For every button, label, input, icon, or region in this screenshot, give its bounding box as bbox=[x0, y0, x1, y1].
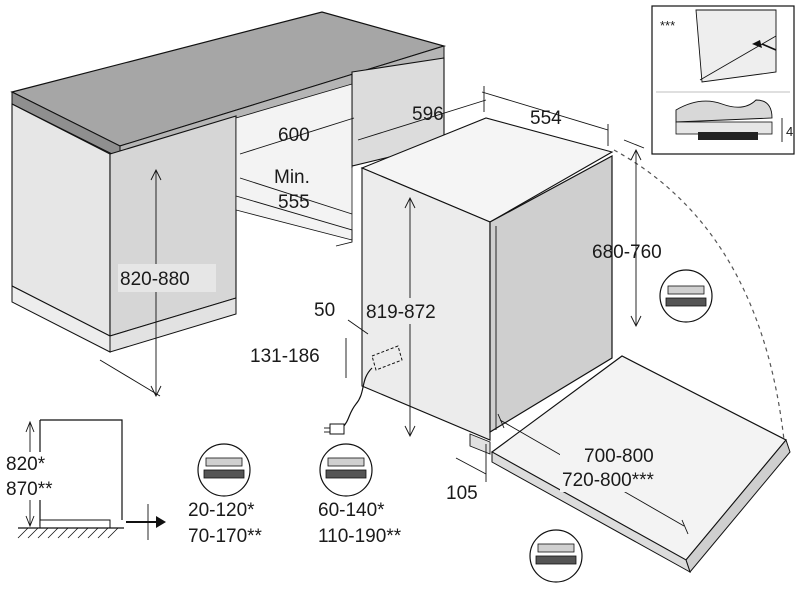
niche-height-label: 819-872 bbox=[366, 302, 436, 323]
socket-offset-x-label: 50 bbox=[314, 300, 335, 321]
side-section-detail: 820* 870** bbox=[4, 419, 166, 540]
plinth-icon bbox=[659, 269, 713, 323]
depth-554-label: 554 bbox=[530, 108, 562, 129]
water-connection-icon bbox=[371, 345, 403, 371]
cabinet-height-label: 820-880 bbox=[120, 269, 190, 290]
cabinet-height-dimension: 820-880 bbox=[99, 168, 216, 398]
plinth-range-b2-label: 110-190** bbox=[318, 526, 402, 547]
plinth-icon bbox=[319, 443, 373, 497]
plinth-icon bbox=[197, 443, 251, 497]
plinth-range-b1-label: 60-140* bbox=[318, 500, 385, 521]
door-hinge-icon bbox=[752, 40, 777, 51]
min-width-label: 555 bbox=[278, 192, 310, 213]
niche-height-dimension: 819-872 bbox=[364, 196, 460, 438]
depth-dimensions: 554 596 bbox=[357, 86, 609, 146]
plinth-icon bbox=[529, 529, 583, 583]
socket-position: 50 131-186 bbox=[250, 300, 403, 435]
socket-offset-y-label: 131-186 bbox=[250, 346, 320, 367]
cabinet-width-label: 600 bbox=[278, 125, 310, 146]
door-open-label-1: 700-800 bbox=[584, 446, 654, 467]
inset-value-label: 4 bbox=[786, 124, 793, 139]
inset-stars-label: *** bbox=[660, 18, 675, 33]
plinth-range-a1-label: 20-120* bbox=[188, 500, 255, 521]
plinth-range-a2-label: 70-170** bbox=[188, 526, 263, 547]
plinth-depth-dimension: 105 bbox=[446, 444, 487, 504]
door-open-label-2: 720-800*** bbox=[562, 470, 655, 491]
door-height-label: 680-760 bbox=[592, 242, 662, 263]
door-height-dimension: 680-760 bbox=[592, 139, 662, 328]
side-height-label-2: 870** bbox=[6, 479, 53, 500]
depth-596-label: 596 bbox=[412, 104, 444, 125]
min-label: Min. bbox=[274, 167, 310, 188]
power-plug-icon bbox=[324, 367, 373, 435]
dishwasher bbox=[360, 117, 614, 455]
door-open-dimension: 700-800 720-800*** bbox=[497, 413, 692, 535]
side-height-label-1: 820* bbox=[6, 454, 46, 475]
plinth-depth-label: 105 bbox=[446, 483, 478, 504]
cabinet-width-dimension: 600 Min. 555 bbox=[239, 117, 355, 215]
hinge-detail-inset: *** 4 bbox=[651, 5, 795, 155]
